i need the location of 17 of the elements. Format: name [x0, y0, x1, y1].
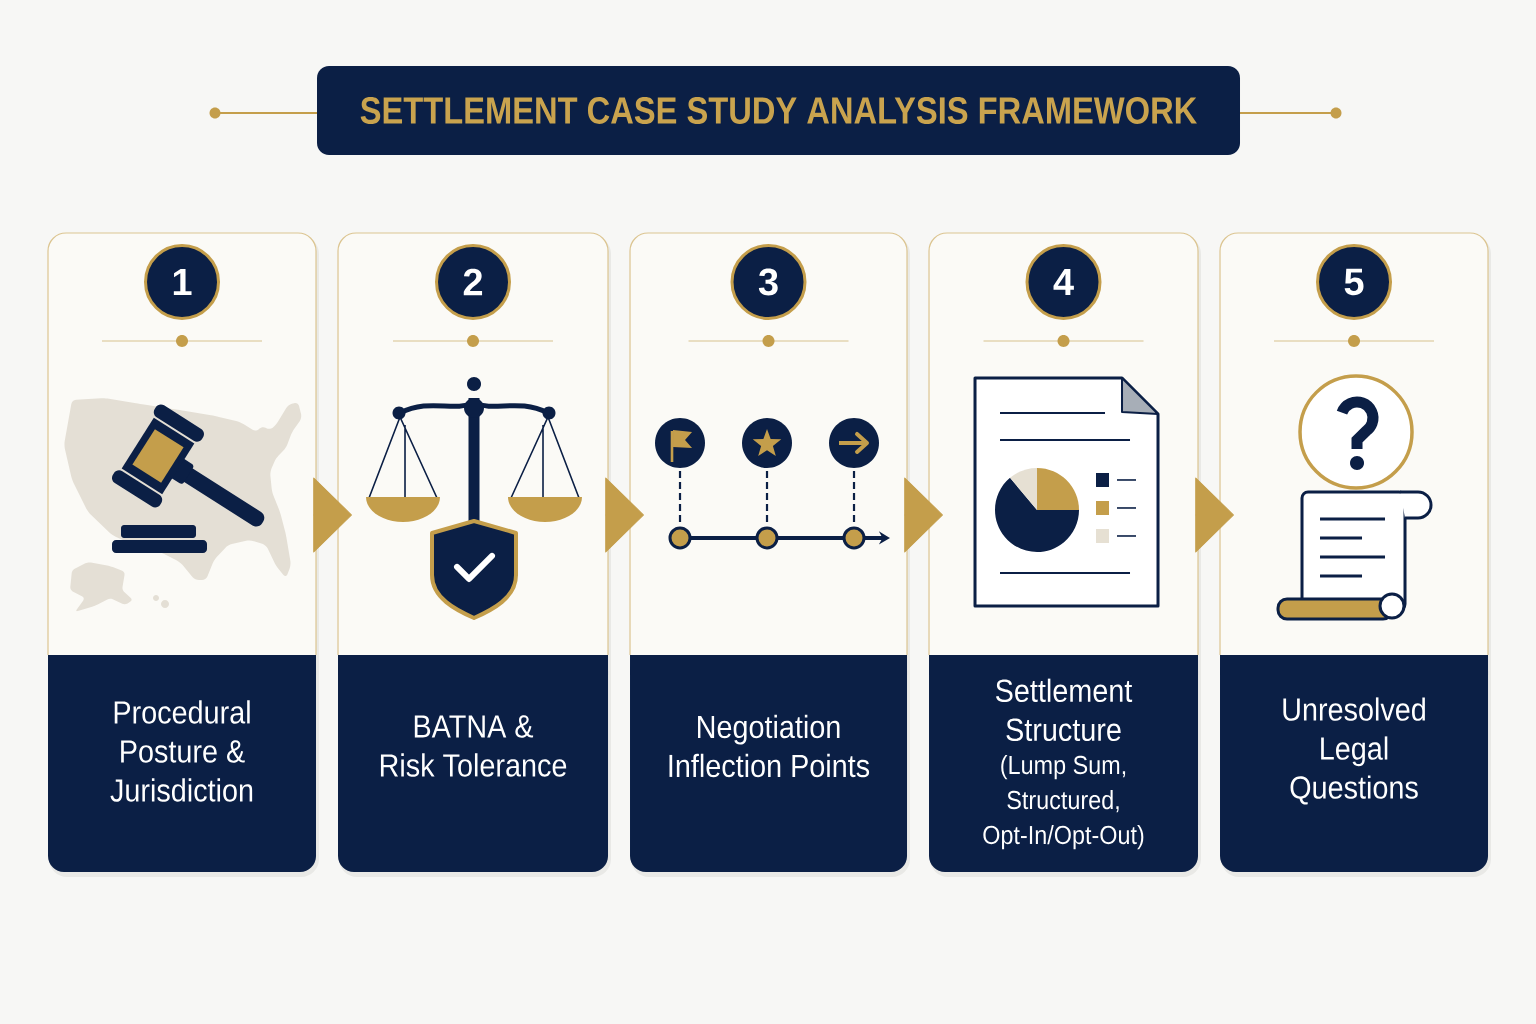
card-title: Negotiation Inflection Points — [669, 714, 870, 778]
number-badge: 1 — [144, 244, 220, 320]
title-banner: SETTLEMENT CASE STUDY ANALYSIS FRAMEWORK — [317, 66, 1240, 155]
number-badge: 2 — [435, 244, 511, 320]
chevron-arrow — [1194, 477, 1234, 553]
chevron-arrow — [903, 477, 943, 553]
chevron-arrow — [604, 477, 644, 553]
card-title: Unresolved Legal Questions — [1283, 697, 1425, 805]
number-badge: 3 — [730, 244, 807, 320]
card-title: Procedural Posture & Jurisdiction — [110, 700, 253, 802]
card-title: Settlement Structure — [996, 678, 1133, 742]
chevron-arrow — [312, 477, 352, 553]
card-subtitle: (Lump Sum, Structured, Opt-In/Opt-Out) — [983, 755, 1144, 850]
step-card — [629, 232, 910, 877]
number-badge: 5 — [1316, 244, 1392, 320]
number-badge: 4 — [1025, 244, 1102, 320]
card-title: BATNA & Risk Tolerance — [380, 715, 567, 777]
